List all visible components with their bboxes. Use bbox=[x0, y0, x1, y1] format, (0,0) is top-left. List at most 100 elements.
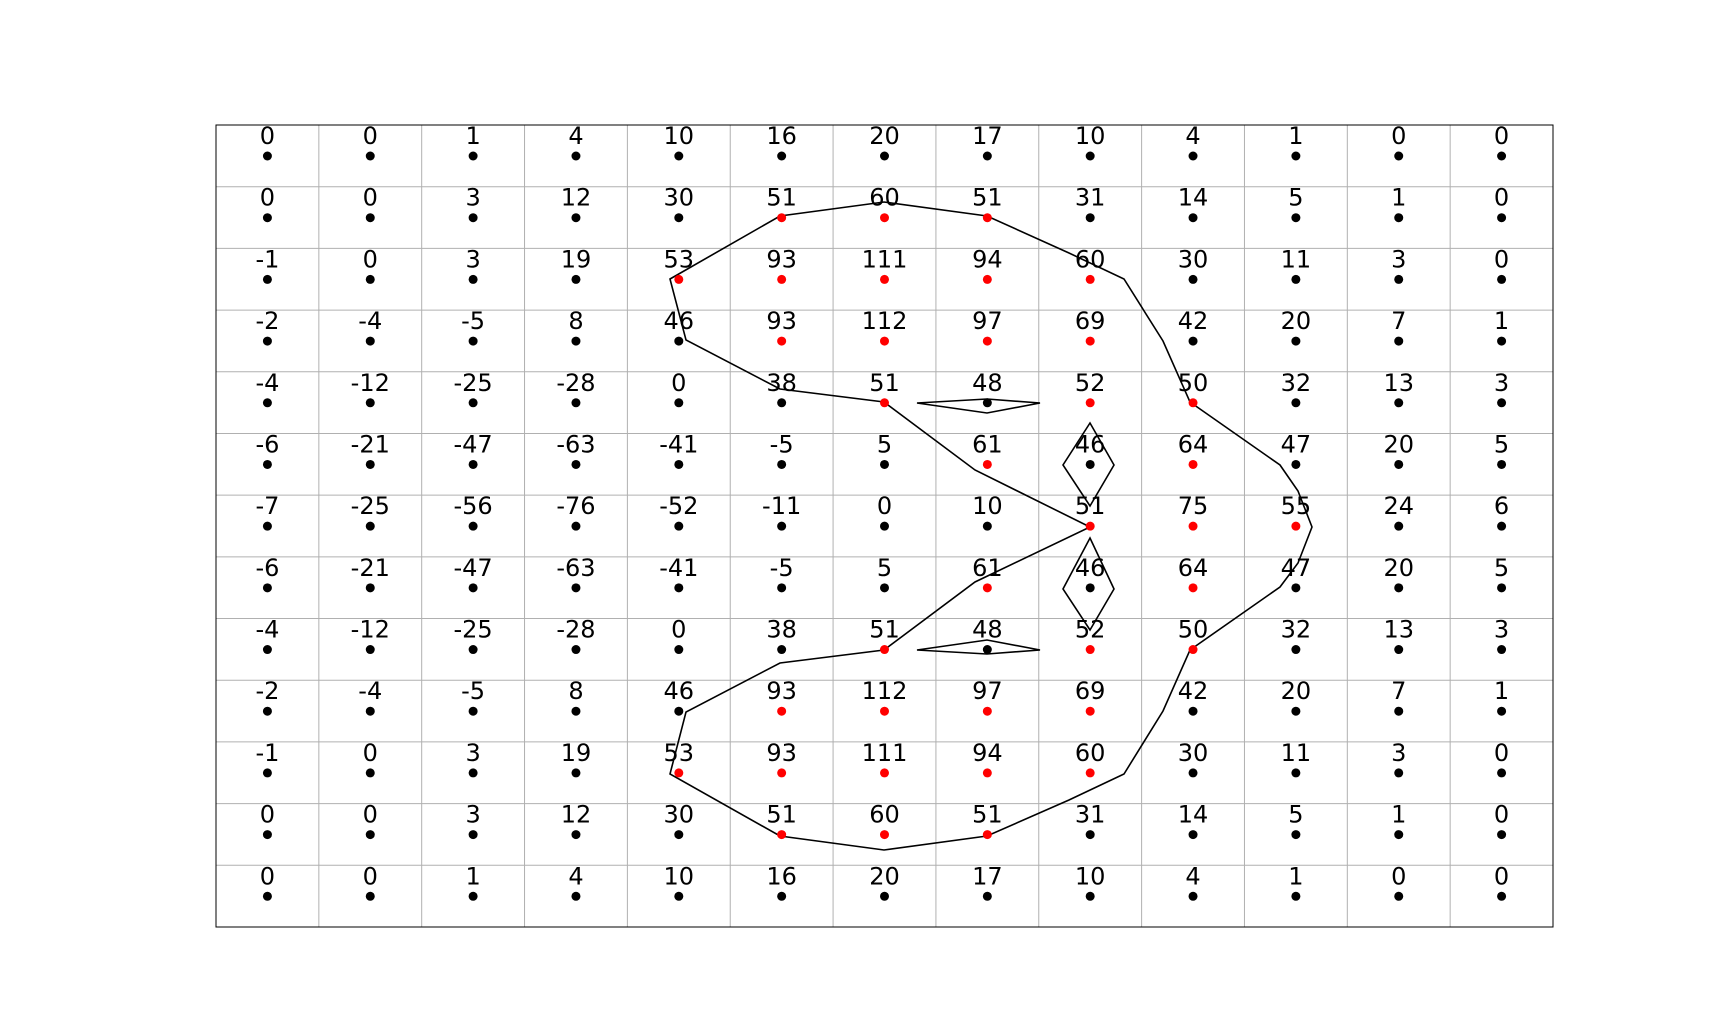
grid-point bbox=[880, 459, 889, 469]
cell-value-label: 111 bbox=[862, 245, 908, 273]
plot-frame bbox=[215, 124, 1554, 928]
cell-value-label: 5 bbox=[1494, 430, 1509, 458]
cell-value-label: 20 bbox=[869, 122, 900, 150]
cell-value-label: 20 bbox=[1383, 554, 1414, 582]
highlighted-grid-point bbox=[880, 706, 889, 716]
grid-point bbox=[1291, 336, 1301, 346]
grid-point bbox=[1394, 583, 1404, 593]
cell-value-label: 111 bbox=[862, 739, 908, 767]
cell-value-label: -4 bbox=[255, 616, 279, 644]
highlighted-grid-point bbox=[674, 768, 684, 778]
cell-value-label: 0 bbox=[363, 245, 378, 273]
cell-value-label: -28 bbox=[556, 616, 595, 644]
cell-value-label: 3 bbox=[465, 245, 480, 273]
highlighted-grid-point bbox=[1188, 398, 1198, 408]
grid-point bbox=[365, 213, 375, 223]
highlighted-grid-point bbox=[777, 768, 787, 778]
grid-point bbox=[571, 645, 581, 655]
cell-value-label: -5 bbox=[461, 307, 485, 335]
grid-point bbox=[1291, 706, 1301, 716]
cell-value-label: 97 bbox=[972, 307, 1003, 335]
grid-point bbox=[1291, 151, 1301, 161]
grid-point bbox=[262, 521, 272, 531]
grid-point bbox=[571, 830, 581, 840]
cell-value-label: 13 bbox=[1383, 369, 1414, 397]
grid-point bbox=[262, 830, 272, 840]
cell-value-label: 0 bbox=[1494, 801, 1509, 829]
grid-point bbox=[674, 706, 684, 716]
cell-value-label: 5 bbox=[1494, 554, 1509, 582]
cell-value-label: 0 bbox=[363, 801, 378, 829]
cell-value-label: -4 bbox=[358, 677, 382, 705]
highlighted-grid-point bbox=[777, 213, 787, 223]
grid-point bbox=[674, 583, 684, 593]
grid-point bbox=[1291, 891, 1301, 901]
grid-point bbox=[1394, 645, 1404, 655]
highlighted-grid-point bbox=[880, 274, 889, 284]
cell-value-label: 17 bbox=[972, 122, 1003, 150]
cell-value-label: 0 bbox=[260, 801, 275, 829]
grid-point bbox=[674, 151, 684, 161]
cell-value-label: 3 bbox=[465, 801, 480, 829]
grid-point bbox=[1394, 521, 1404, 531]
grid-point bbox=[1497, 521, 1507, 531]
cell-value-label: 64 bbox=[1178, 554, 1209, 582]
grid-point bbox=[1497, 583, 1507, 593]
grid-point bbox=[1394, 398, 1404, 408]
cell-value-label: 60 bbox=[1075, 245, 1106, 273]
grid-point bbox=[1497, 213, 1507, 223]
cell-value-label: -12 bbox=[351, 369, 390, 397]
grid-point bbox=[1497, 459, 1507, 469]
grid-point bbox=[262, 583, 272, 593]
cell-value-label: -52 bbox=[659, 492, 698, 520]
grid-point bbox=[674, 645, 684, 655]
cell-value-label: 4 bbox=[568, 122, 583, 150]
grid-point bbox=[777, 645, 787, 655]
cell-value-label: 30 bbox=[1178, 245, 1209, 273]
grid-point bbox=[777, 583, 787, 593]
highlighted-grid-point bbox=[880, 336, 889, 346]
highlighted-grid-point bbox=[880, 213, 889, 223]
grid-point bbox=[468, 398, 478, 408]
grid-point bbox=[1394, 768, 1404, 778]
cell-value-label: 47 bbox=[1281, 554, 1312, 582]
cell-value-label: -6 bbox=[255, 430, 279, 458]
cell-value-label: 50 bbox=[1178, 616, 1209, 644]
cell-value-label: 10 bbox=[664, 122, 695, 150]
cell-value-label: 0 bbox=[1494, 245, 1509, 273]
grid-point bbox=[365, 768, 375, 778]
grid-point bbox=[468, 645, 478, 655]
cell-value-label: 3 bbox=[1391, 739, 1406, 767]
grid-point bbox=[365, 830, 375, 840]
cell-value-label: 11 bbox=[1281, 739, 1312, 767]
cell-value-label: 112 bbox=[862, 307, 908, 335]
cell-value-label: 51 bbox=[972, 184, 1003, 212]
cell-value-label: 93 bbox=[766, 677, 797, 705]
grid-point bbox=[1188, 768, 1198, 778]
cell-value-label: 17 bbox=[972, 862, 1003, 890]
cell-value-label: -76 bbox=[556, 492, 595, 520]
grid-point bbox=[1394, 706, 1404, 716]
cell-value-label: 1 bbox=[465, 862, 480, 890]
grid-point bbox=[262, 336, 272, 346]
cell-value-label: 60 bbox=[1075, 739, 1106, 767]
grid-point bbox=[365, 274, 375, 284]
grid-point bbox=[1497, 398, 1507, 408]
cell-value-label: 1 bbox=[1494, 307, 1509, 335]
upper-diamond-contours bbox=[916, 398, 1115, 508]
highlighted-grid-point bbox=[1085, 398, 1095, 408]
highlighted-grid-point bbox=[880, 830, 889, 840]
grid-point bbox=[365, 336, 375, 346]
highlighted-grid-point bbox=[777, 274, 787, 284]
grid-point bbox=[571, 213, 581, 223]
cell-value-label: 0 bbox=[671, 616, 686, 644]
grid-point bbox=[1497, 768, 1507, 778]
grid-point bbox=[880, 583, 889, 593]
cell-value-label: 50 bbox=[1178, 369, 1209, 397]
grid-point bbox=[674, 336, 684, 346]
grid-point bbox=[468, 336, 478, 346]
grid-point bbox=[1497, 151, 1507, 161]
cell-value-label: 20 bbox=[1281, 677, 1312, 705]
cell-value-label: 55 bbox=[1281, 492, 1312, 520]
